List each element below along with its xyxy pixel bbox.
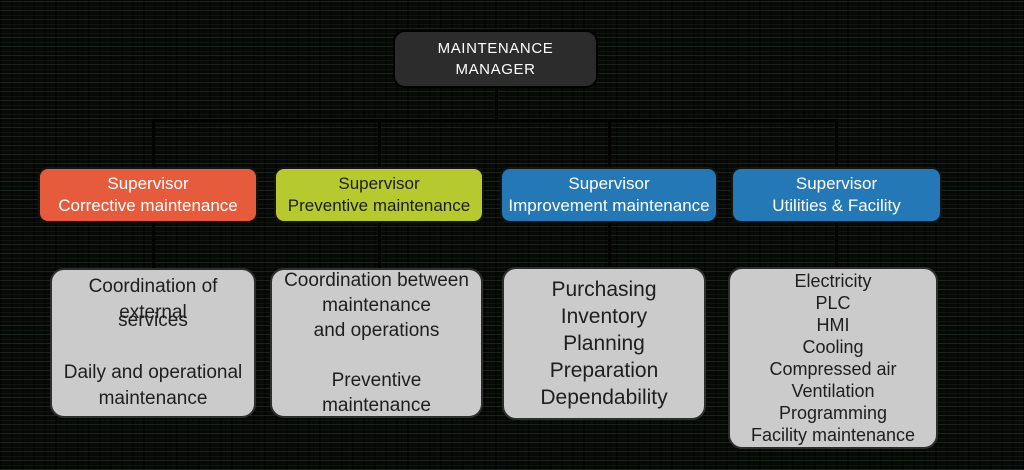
- supervisor-area: Improvement maintenance: [508, 196, 710, 215]
- details-box-preventive: Coordination between maintenance and opera…: [270, 268, 483, 418]
- connector-details-corrective: [152, 222, 155, 269]
- detail-line: HMI: [816, 315, 850, 335]
- supervisor-role: Supervisor: [568, 174, 650, 193]
- manager-title-line-1: MAINTENANCE: [437, 40, 554, 57]
- detail-line: Inventory: [560, 305, 648, 328]
- connector-manager-stub: [495, 88, 498, 121]
- supervisor-box-corrective: Supervisor Corrective maintenance: [38, 167, 258, 223]
- detail-line: services: [118, 310, 188, 331]
- detail-line: PLC: [815, 293, 851, 313]
- connector-drop-utilities: [835, 119, 838, 168]
- detail-line: Cooling: [802, 337, 864, 357]
- supervisor-area: Corrective maintenance: [58, 196, 238, 215]
- detail-line: and operations: [313, 320, 440, 341]
- detail-line: Ventilation: [791, 381, 875, 401]
- connector-details-improvement: [608, 222, 611, 268]
- detail-line: maintenance: [98, 388, 208, 409]
- detail-line: Coordination of external: [88, 276, 218, 323]
- detail-line: Compressed air: [769, 359, 897, 379]
- connector-drop-preventive: [378, 119, 381, 168]
- supervisor-box-utilities: Supervisor Utilities & Facility: [731, 167, 942, 223]
- manager-title-line-2: MANAGER: [455, 61, 536, 78]
- manager-box: MAINTENANCE MANAGER: [393, 30, 598, 88]
- detail-line: Electricity: [794, 271, 872, 291]
- supervisor-box-improvement: Supervisor Improvement maintenance: [500, 167, 718, 223]
- supervisor-area: Preventive maintenance: [287, 196, 471, 215]
- detail-line: maintenance: [322, 395, 431, 416]
- detail-line: maintenance: [322, 295, 431, 316]
- detail-line: Coordination between: [284, 270, 469, 291]
- detail-line: Preparation: [549, 359, 659, 382]
- detail-line: Programming: [778, 403, 888, 423]
- supervisor-role: Supervisor: [338, 174, 420, 193]
- detail-line: Preventive: [331, 370, 422, 391]
- connector-bus-line: [152, 119, 838, 122]
- supervisor-role: Supervisor: [795, 174, 878, 193]
- supervisor-role: Supervisor: [107, 174, 189, 193]
- detail-line: Purchasing: [551, 278, 657, 301]
- detail-line: Daily and operational: [63, 362, 243, 383]
- detail-line: Facility maintenance: [750, 425, 916, 445]
- detail-line: Dependability: [540, 386, 668, 409]
- connector-drop-improvement: [608, 119, 611, 168]
- supervisor-box-preventive: Supervisor Preventive maintenance: [274, 167, 484, 223]
- connector-details-preventive: [378, 222, 381, 269]
- connector-drop-corrective: [152, 119, 155, 168]
- connector-details-utilities: [835, 222, 838, 268]
- supervisor-area: Utilities & Facility: [772, 196, 901, 215]
- detail-line: Planning: [563, 332, 645, 355]
